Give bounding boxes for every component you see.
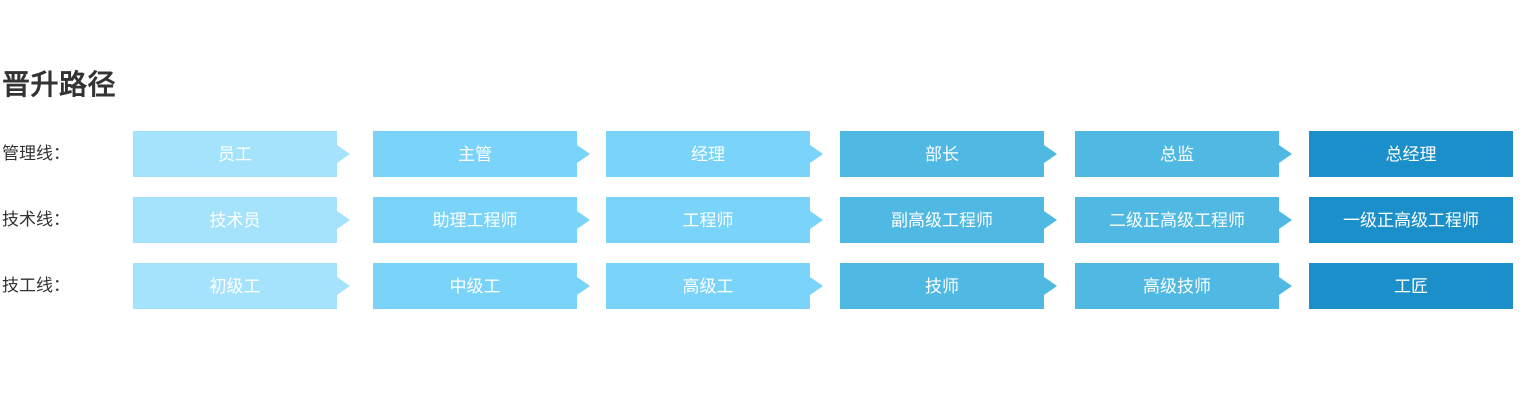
- stage-track-technical: 技术员 助理工程师 工程师 副高级工程师: [133, 197, 1513, 243]
- stage-box: 高级技师: [1075, 263, 1279, 309]
- stage-craft-2[interactable]: 中级工: [373, 263, 590, 309]
- arrow-right-icon: [1044, 277, 1057, 295]
- stage-box: 技师: [840, 263, 1044, 309]
- stage-management-3[interactable]: 经理: [606, 131, 823, 177]
- stage-box: 初级工: [133, 263, 337, 309]
- career-path-row-technical: 技术线： 技术员 助理工程师 工程师: [0, 197, 1525, 243]
- stage-management-5[interactable]: 总监: [1075, 131, 1292, 177]
- stage-technical-2[interactable]: 助理工程师: [373, 197, 590, 243]
- arrow-right-icon: [1044, 145, 1057, 163]
- stage-box: 工程师: [606, 197, 810, 243]
- stage-label: 主管: [458, 144, 492, 164]
- arrow-right-icon: [577, 277, 590, 295]
- arrow-right-icon: [1279, 145, 1292, 163]
- stage-label: 高级工: [682, 276, 734, 296]
- arrow-right-icon: [810, 211, 823, 229]
- stage-box: 部长: [840, 131, 1044, 177]
- stage-label: 总监: [1160, 144, 1194, 164]
- row-label-craft: 技工线：: [2, 276, 70, 295]
- stage-craft-6[interactable]: 工匠: [1309, 263, 1513, 309]
- row-label-management: 管理线：: [2, 144, 70, 163]
- arrow-right-icon: [1044, 211, 1057, 229]
- stage-management-4[interactable]: 部长: [840, 131, 1057, 177]
- promotion-path-diagram: 管理线： 员工 主管 经理 部长: [0, 131, 1525, 329]
- page-title: 晋升路径: [2, 69, 117, 100]
- stage-box: 中级工: [373, 263, 577, 309]
- stage-technical-3[interactable]: 工程师: [606, 197, 823, 243]
- stage-technical-6[interactable]: 一级正高级工程师: [1309, 197, 1513, 243]
- stage-label: 二级正高级工程师: [1109, 210, 1245, 230]
- stage-craft-3[interactable]: 高级工: [606, 263, 823, 309]
- stage-craft-1[interactable]: 初级工: [133, 263, 350, 309]
- stage-track-craft: 初级工 中级工 高级工 技师: [133, 263, 1513, 309]
- stage-technical-1[interactable]: 技术员: [133, 197, 350, 243]
- arrow-right-icon: [577, 211, 590, 229]
- stage-box: 主管: [373, 131, 577, 177]
- stage-label: 高级技师: [1143, 276, 1211, 296]
- arrow-right-icon: [337, 277, 350, 295]
- stage-label: 工匠: [1394, 276, 1428, 296]
- stage-craft-5[interactable]: 高级技师: [1075, 263, 1292, 309]
- arrow-right-icon: [810, 277, 823, 295]
- stage-box: 员工: [133, 131, 337, 177]
- career-path-row-management: 管理线： 员工 主管 经理 部长: [0, 131, 1525, 177]
- arrow-right-icon: [1279, 211, 1292, 229]
- stage-management-1[interactable]: 员工: [133, 131, 350, 177]
- stage-label: 副高级工程师: [891, 210, 993, 230]
- stage-track-management: 员工 主管 经理 部长: [133, 131, 1513, 177]
- career-path-row-craft: 技工线： 初级工 中级工 高级工: [0, 263, 1525, 309]
- stage-box: 助理工程师: [373, 197, 577, 243]
- arrow-right-icon: [337, 211, 350, 229]
- stage-management-2[interactable]: 主管: [373, 131, 590, 177]
- stage-management-6[interactable]: 总经理: [1309, 131, 1513, 177]
- stage-technical-5[interactable]: 二级正高级工程师: [1075, 197, 1292, 243]
- arrow-right-icon: [337, 145, 350, 163]
- stage-box: 高级工: [606, 263, 810, 309]
- stage-box: 经理: [606, 131, 810, 177]
- stage-technical-4[interactable]: 副高级工程师: [840, 197, 1057, 243]
- stage-label: 中级工: [449, 276, 501, 296]
- stage-box: 工匠: [1309, 263, 1513, 309]
- stage-label: 员工: [218, 144, 252, 164]
- stage-box: 总经理: [1309, 131, 1513, 177]
- stage-craft-4[interactable]: 技师: [840, 263, 1057, 309]
- row-label-technical: 技术线：: [2, 210, 70, 229]
- stage-label: 经理: [691, 144, 725, 164]
- stage-label: 部长: [925, 144, 959, 164]
- stage-box: 一级正高级工程师: [1309, 197, 1513, 243]
- stage-label: 一级正高级工程师: [1343, 210, 1479, 230]
- stage-label: 工程师: [682, 210, 734, 230]
- stage-label: 总经理: [1385, 144, 1437, 164]
- stage-label: 技术员: [209, 210, 261, 230]
- arrow-right-icon: [1279, 277, 1292, 295]
- stage-box: 副高级工程师: [840, 197, 1044, 243]
- stage-label: 助理工程师: [432, 210, 518, 230]
- arrow-right-icon: [577, 145, 590, 163]
- stage-box: 技术员: [133, 197, 337, 243]
- stage-box: 总监: [1075, 131, 1279, 177]
- stage-label: 初级工: [209, 276, 261, 296]
- stage-box: 二级正高级工程师: [1075, 197, 1279, 243]
- arrow-right-icon: [810, 145, 823, 163]
- stage-label: 技师: [925, 276, 959, 296]
